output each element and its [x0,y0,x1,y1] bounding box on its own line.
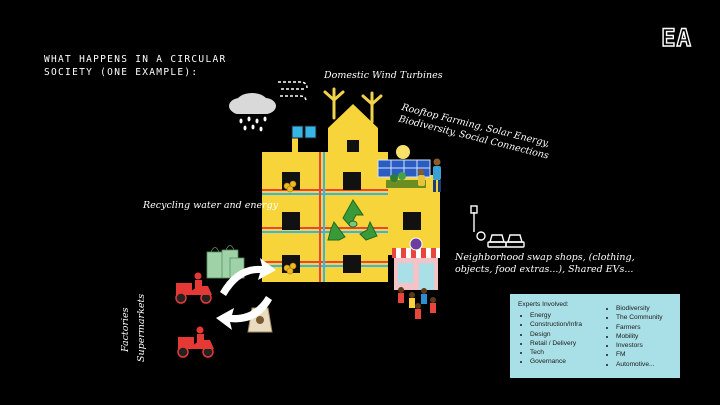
list-item: Automotive... [616,360,663,369]
neighborhood-label-line-1: Neighborhood swap shops, (clothing, [455,252,635,263]
shared-ev-icon [487,234,525,248]
building [262,104,440,282]
swap-shop-icon [392,237,440,290]
delivery-scooter-icon [175,272,212,304]
wind-turbine-icon [323,87,383,124]
list-item: Investors [616,341,663,350]
community-people-icon [398,287,436,319]
rain-cloud-icon [229,93,276,132]
experts-panel: Experts Involved: Energy Construction/In… [510,294,680,378]
circular-arrows-icon [216,258,276,330]
ev-charger-icon [470,205,486,241]
list-item: Biodiversity [616,304,663,313]
delivery-scooter-icon [177,326,214,358]
wind-turbines-label: Domestic Wind Turbines [324,70,443,81]
shopping-bags-icon [206,245,245,279]
experts-list-left: Energy Construction/Infra Design Retail … [518,311,582,367]
supermarkets-label: Supermarkets [136,293,147,362]
list-item: Governance [530,357,582,366]
rooftop-farmers-icon [386,158,441,192]
recycling-label: Recycling water and energy [143,200,279,211]
list-item: Design [530,330,582,339]
neighborhood-label: Neighborhood swap shops, (clothing, obje… [455,252,635,276]
solar-panel-icon [377,145,431,178]
list-item: FM [616,350,663,359]
list-item: Farmers [616,323,663,332]
factories-label: Factories [120,307,131,352]
page-title: What happens in a circular society (one … [44,54,227,78]
brand-logo: EA [660,23,692,52]
wind-icon [278,81,308,102]
list-item: Retail / Delivery [530,339,582,348]
list-item: Construction/Infra [530,320,582,329]
list-item: Energy [530,311,582,320]
experts-list-right: Biodiversity The Community Farmers Mobil… [604,304,663,369]
list-item: Tech [530,348,582,357]
list-item: Mobility [616,332,663,341]
list-item: The Community [616,313,663,322]
recycle-icon [327,199,378,241]
neighborhood-label-line-2: objects, food extras...), Shared EVs... [455,264,634,275]
experts-heading: Experts Involved: [518,301,569,308]
